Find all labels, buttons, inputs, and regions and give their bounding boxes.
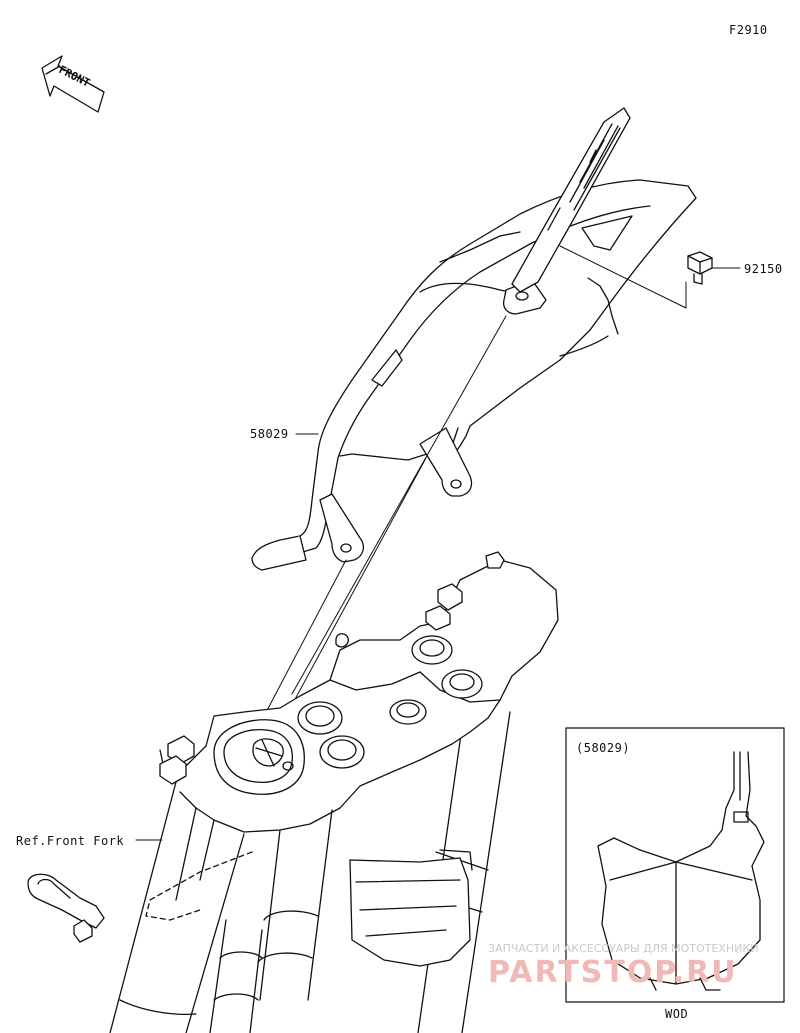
watermark: ЗАПЧАСТИ И АКСЕССУАРЫ ДЛЯ МОТОТЕХНИКИ PA… [488,942,758,990]
bolt-part [687,251,713,285]
watermark-line2: PARTSTOP.RU [488,955,738,990]
number-plate-part [251,107,697,571]
inset-title: (58029) [576,741,630,755]
inset-plate-drawing [597,751,765,991]
part-number-92150: 92150 [744,262,783,276]
watermark-line1: ЗАПЧАСТИ И АКСЕССУАРЫ ДЛЯ МОТОТЕХНИКИ [488,942,758,955]
part-number-58029: 58029 [250,427,289,441]
inset-panel: (58029) WOD [565,727,785,1021]
front-fork-reference [27,551,559,1033]
inset-footer: WOD [665,1007,688,1021]
reference-front-fork-label: Ref.Front Fork [16,834,124,848]
figure-code: F2910 [729,23,768,37]
front-direction-arrow-icon: FRONT [41,55,105,113]
